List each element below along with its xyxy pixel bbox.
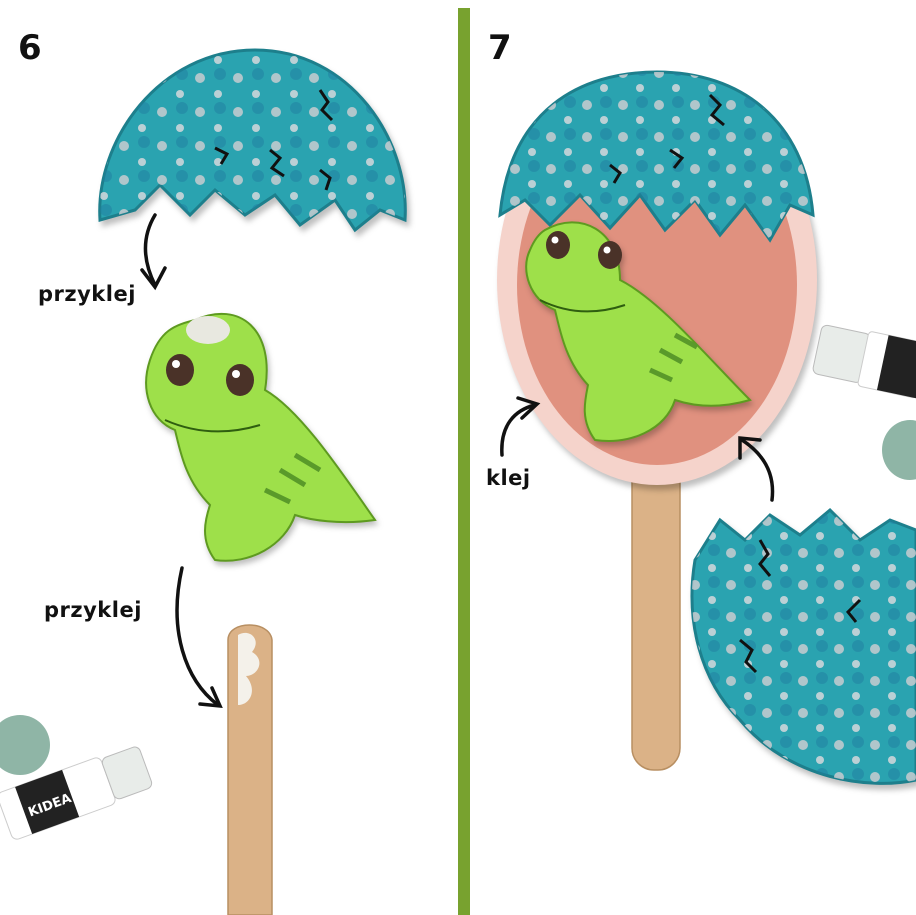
glue-stick-image: [470, 0, 916, 915]
step-7-panel: 7 klej: [470, 0, 916, 915]
glue-stick-image: KIDEA: [0, 0, 458, 915]
panel-divider: [458, 8, 470, 915]
step-6-panel: 6 przyklej: [0, 0, 458, 915]
